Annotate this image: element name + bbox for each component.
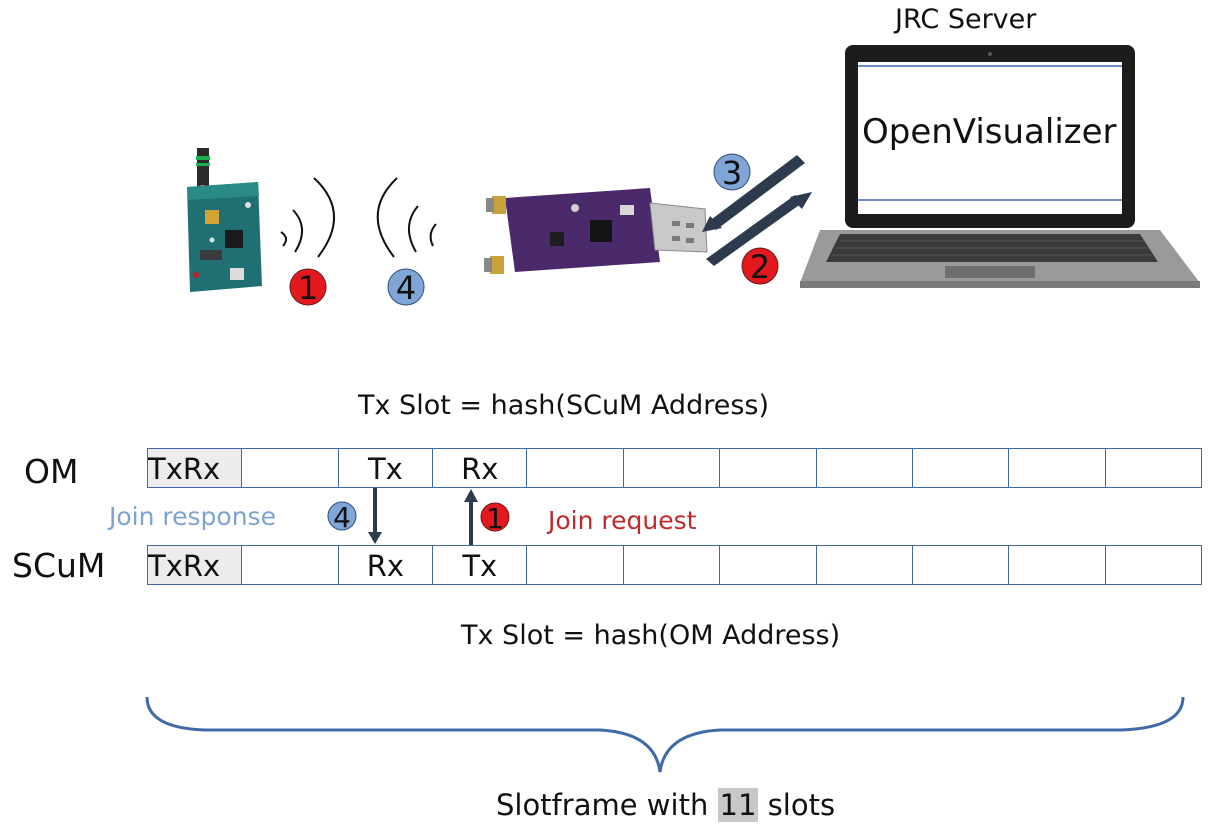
scum-slot-3: Rx xyxy=(338,545,434,585)
join-request-arrow xyxy=(464,489,478,545)
om-slot-4: Rx xyxy=(433,448,528,488)
tx-slot-om-formula: Tx Slot = hash(SCuM Address) xyxy=(358,390,769,421)
svg-text:2: 2 xyxy=(750,248,770,286)
step-badge-2: 2 xyxy=(741,247,779,286)
om-slot-11 xyxy=(1105,448,1202,488)
scum-slot-5 xyxy=(527,545,624,585)
om-slot-10 xyxy=(1009,448,1106,488)
scum-slot-7 xyxy=(720,545,817,585)
jrc-server-label: JRC Server xyxy=(895,4,1037,35)
step-badge-1-top: 1 xyxy=(289,268,327,307)
usb-link-arrows xyxy=(702,155,812,266)
laptop-image xyxy=(800,45,1200,288)
radio-waves-right-icon xyxy=(376,177,437,258)
radio-waves-left-icon xyxy=(280,177,335,258)
om-slot-5 xyxy=(527,448,624,488)
scum-slot-row: TxRx Rx Tx xyxy=(147,545,1202,585)
om-slot-row: TxRx Tx Rx xyxy=(147,448,1202,488)
om-row-label: OM xyxy=(24,452,79,491)
om-slot-2 xyxy=(242,448,339,488)
slotframe-caption: Slotframe with 11 slots xyxy=(496,788,835,822)
scum-slot-9 xyxy=(912,545,1010,585)
caption-prefix: Slotframe with xyxy=(496,788,718,822)
join-response-label: Join response xyxy=(109,502,276,531)
svg-text:1: 1 xyxy=(298,269,318,307)
om-slot-8 xyxy=(816,448,913,488)
om-slot-3: Tx xyxy=(338,448,434,488)
svg-text:1: 1 xyxy=(486,502,504,535)
scum-row-label: SCuM xyxy=(12,546,106,585)
scum-slot-6 xyxy=(623,545,721,585)
step-badge-1-schedule: 1 xyxy=(480,502,510,535)
slot-count: 11 xyxy=(717,788,759,822)
scum-slot-11 xyxy=(1105,545,1202,585)
svg-text:4: 4 xyxy=(396,269,416,307)
scum-slot-10 xyxy=(1009,545,1106,585)
om-slot-9 xyxy=(912,448,1010,488)
om-slot-1: TxRx xyxy=(147,448,243,488)
join-request-label: Join request xyxy=(548,506,697,535)
step-badge-3: 3 xyxy=(713,153,751,192)
om-slot-7 xyxy=(720,448,817,488)
scum-board-image xyxy=(187,148,262,292)
tx-slot-scum-formula: Tx Slot = hash(OM Address) xyxy=(461,620,841,651)
caption-suffix: slots xyxy=(758,788,836,822)
openvisualizer-label: OpenVisualizer xyxy=(862,112,1117,152)
join-response-arrow xyxy=(368,488,382,544)
om-slot-6 xyxy=(623,448,721,488)
scum-slot-4: Tx xyxy=(433,545,528,585)
scum-slot-1: TxRx xyxy=(147,545,243,585)
svg-text:3: 3 xyxy=(722,154,742,192)
svg-text:4: 4 xyxy=(333,501,351,534)
scum-slot-2 xyxy=(242,545,339,585)
openmote-board-image xyxy=(484,188,708,274)
scum-slot-8 xyxy=(816,545,913,585)
step-badge-4-top: 4 xyxy=(387,268,425,307)
step-badge-4-schedule: 4 xyxy=(327,501,357,534)
slotframe-brace xyxy=(145,696,1185,773)
